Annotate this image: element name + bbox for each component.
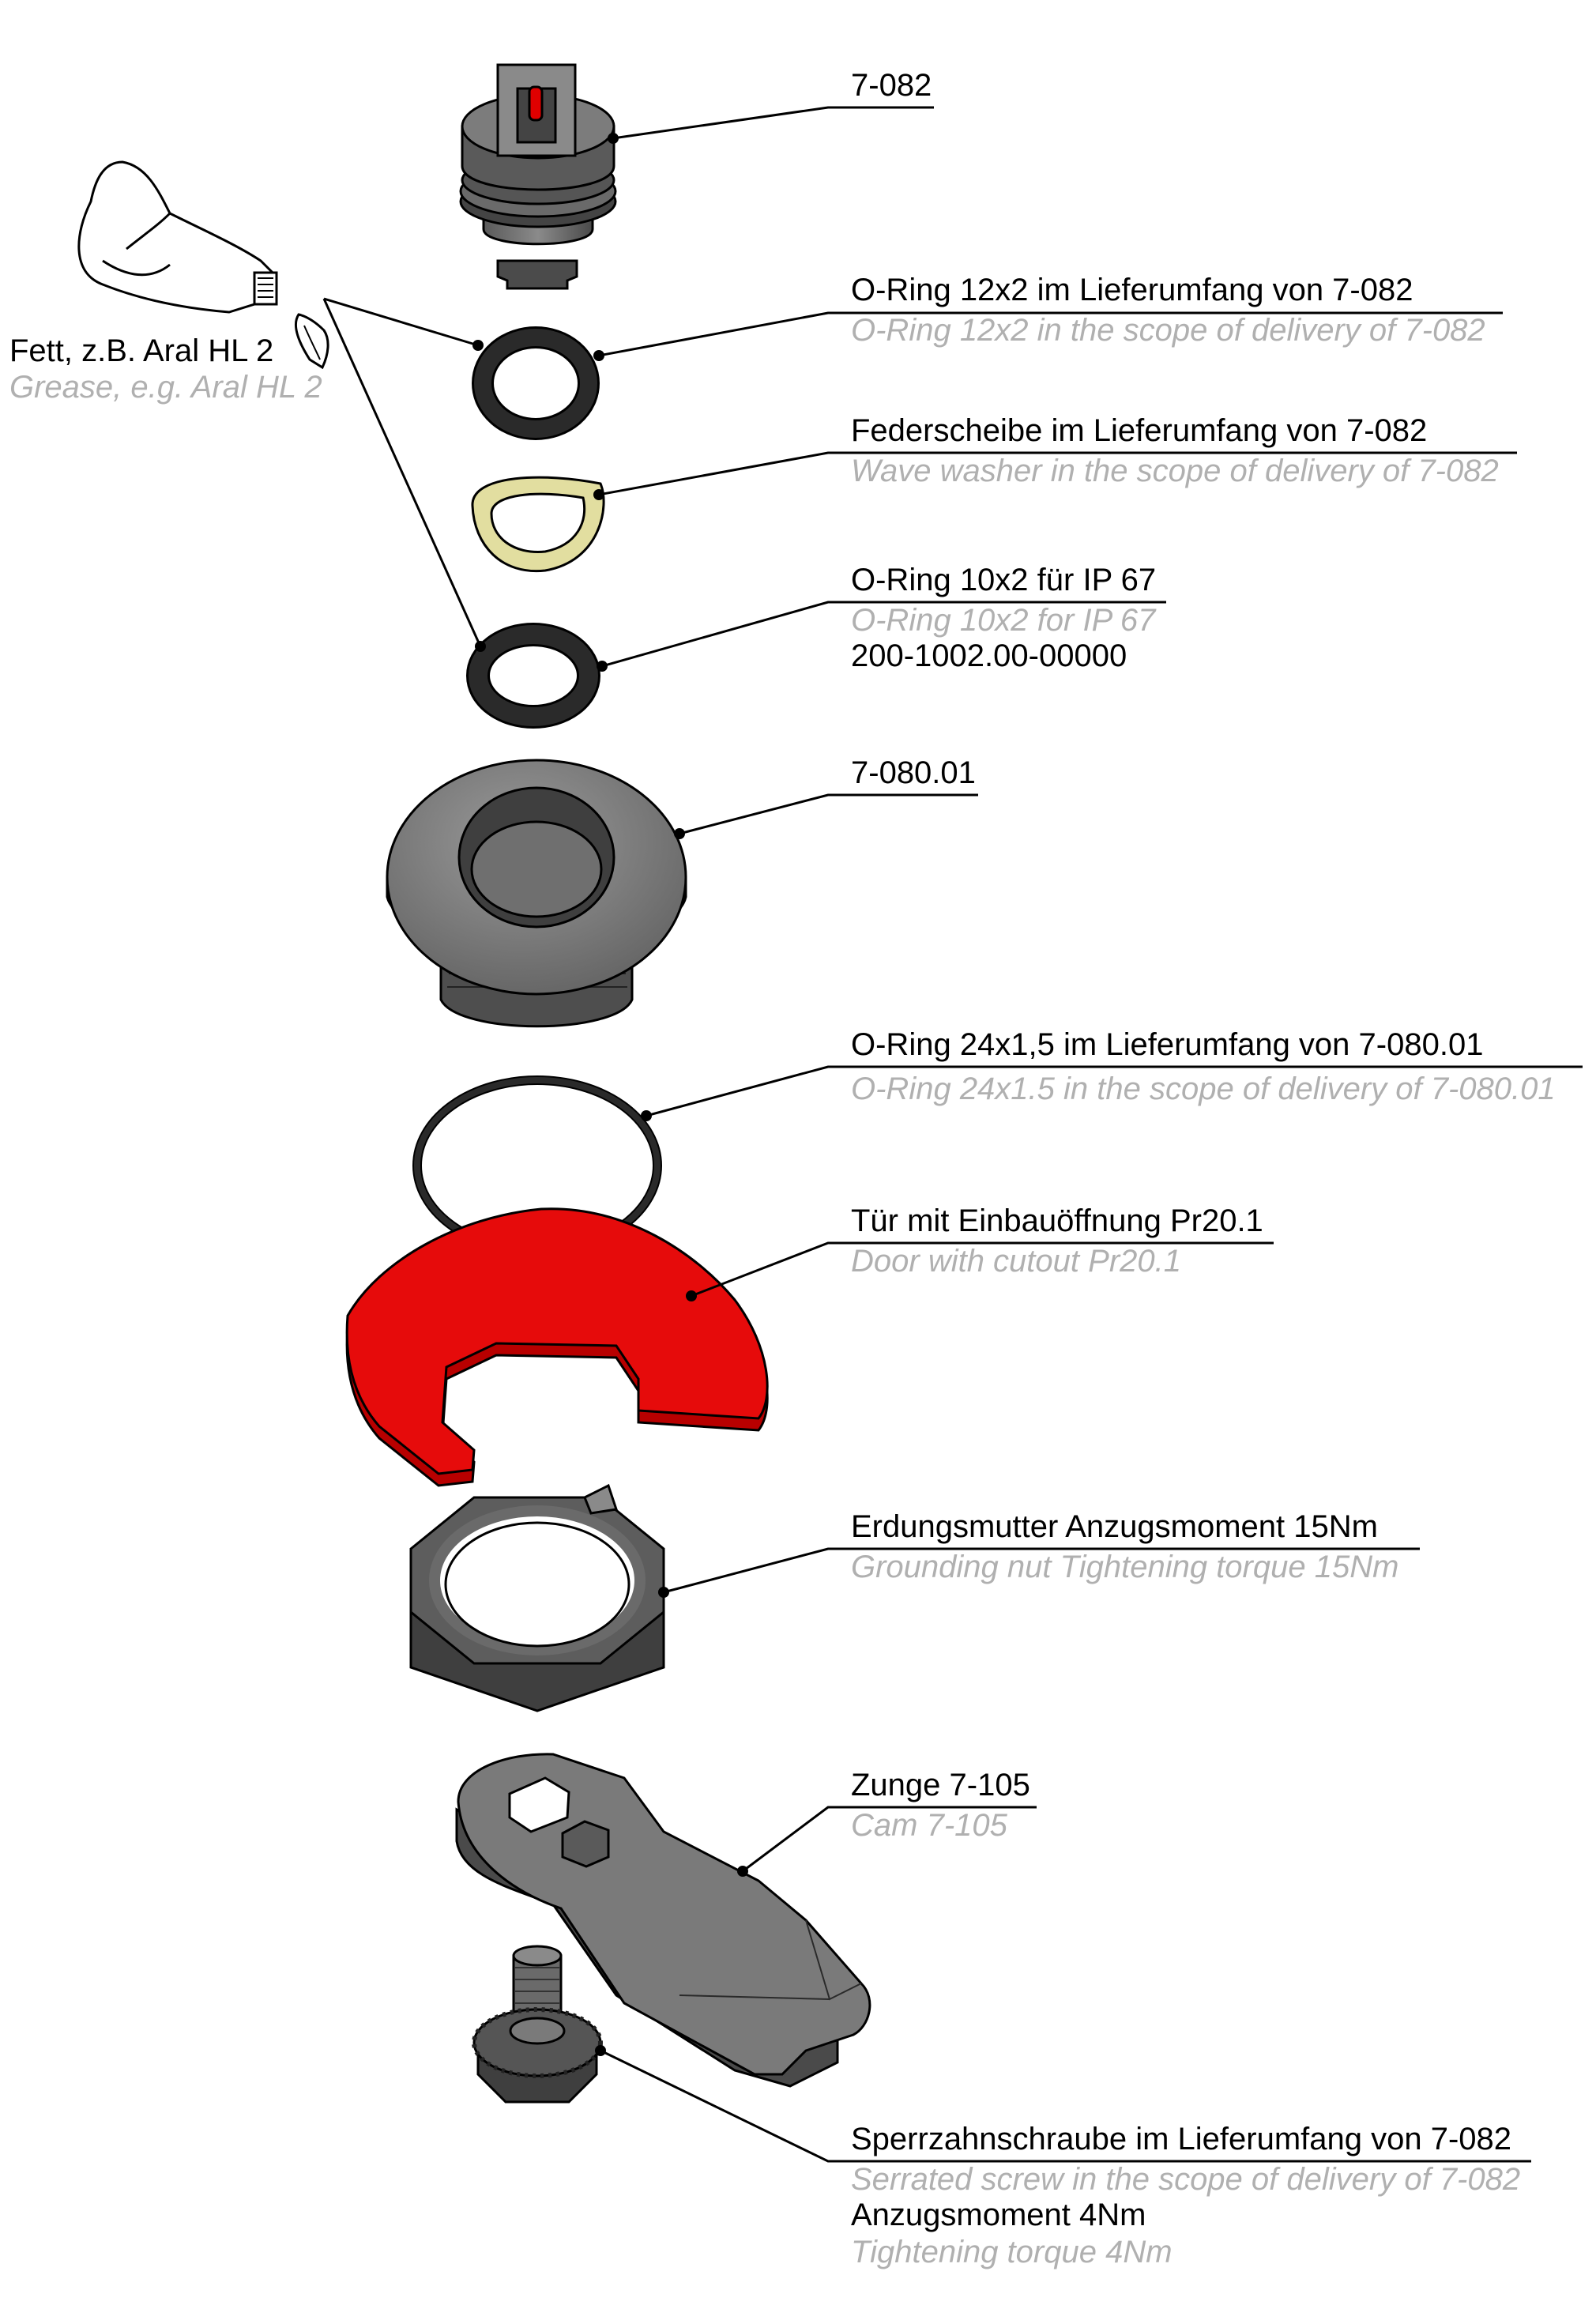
oring-12x2-part xyxy=(472,326,600,440)
label-grease: Fett, z.B. Aral HL 2 xyxy=(9,333,274,368)
leader-grease-bottom xyxy=(322,298,482,647)
oring-10x2-part xyxy=(466,623,600,729)
leader-door xyxy=(691,1241,1274,1298)
label-oring-10x2-part-no: 200-1002.00-00000 xyxy=(851,638,1127,673)
leader-insert xyxy=(612,106,934,140)
door-pr20-1-part xyxy=(345,1207,769,1487)
label-oring-10x2-en: O-Ring 10x2 for IP 67 xyxy=(851,603,1156,638)
label-cam-en: Cam 7-105 xyxy=(851,1808,1007,1843)
leader-cam xyxy=(742,1806,1037,1873)
leader-oring-12x2 xyxy=(598,311,1503,357)
label-oring-24x15: O-Ring 24x1,5 im Lieferumfang von 7-080.… xyxy=(851,1027,1484,1062)
label-door-en: Door with cutout Pr20.1 xyxy=(851,1244,1181,1279)
leader-lines xyxy=(322,106,1583,2163)
label-nut: Erdungsmutter Anzugsmoment 15Nm xyxy=(851,1509,1378,1544)
leader-housing xyxy=(679,793,978,835)
housing-7-080-01-part xyxy=(386,759,687,1028)
insert-7-082-part xyxy=(459,63,617,290)
leader-wave-washer xyxy=(598,451,1517,496)
label-wave-washer: Federscheibe im Lieferumfang von 7-082 xyxy=(851,413,1428,448)
label-cam: Zunge 7-105 xyxy=(851,1768,1030,1802)
label-nut-en: Grounding nut Tightening torque 15Nm xyxy=(851,1550,1399,1584)
leader-screw xyxy=(600,2049,1531,2163)
grease-tube-icon xyxy=(77,160,278,314)
leader-oring-10x2 xyxy=(601,601,1166,668)
wave-washer-part xyxy=(471,476,605,573)
label-housing: 7-080.01 xyxy=(851,755,976,790)
label-oring-24x15-en: O-Ring 24x1.5 in the scope of delivery o… xyxy=(851,1072,1556,1106)
grease-drop-icon xyxy=(295,313,329,370)
label-door: Tür mit Einbauöffnung Pr20.1 xyxy=(851,1203,1263,1238)
label-wave-washer-en: Wave washer in the scope of delivery of … xyxy=(851,454,1499,488)
leader-dots xyxy=(472,133,748,2056)
label-screw-torque-en: Tightening torque 4Nm xyxy=(851,2235,1173,2269)
label-oring-12x2: O-Ring 12x2 im Lieferumfang von 7-082 xyxy=(851,273,1413,307)
leader-nut xyxy=(663,1547,1420,1594)
leader-oring-24x15 xyxy=(646,1065,1583,1117)
label-insert: 7-082 xyxy=(851,68,932,103)
label-screw: Sperrzahnschraube im Lieferumfang von 7-… xyxy=(851,2122,1512,2156)
grounding-nut-part xyxy=(409,1483,665,1712)
cam-7-105-part xyxy=(455,1753,871,2088)
leader-grease-top xyxy=(323,297,479,347)
label-screw-torque: Anzugsmoment 4Nm xyxy=(851,2198,1146,2232)
label-oring-12x2-en: O-Ring 12x2 in the scope of delivery of … xyxy=(851,313,1485,348)
label-screw-en: Serrated screw in the scope of delivery … xyxy=(851,2162,1521,2197)
serrated-screw-part xyxy=(472,1945,603,2104)
label-grease-en: Grease, e.g. Aral HL 2 xyxy=(9,370,322,405)
label-oring-10x2: O-Ring 10x2 für IP 67 xyxy=(851,563,1157,597)
